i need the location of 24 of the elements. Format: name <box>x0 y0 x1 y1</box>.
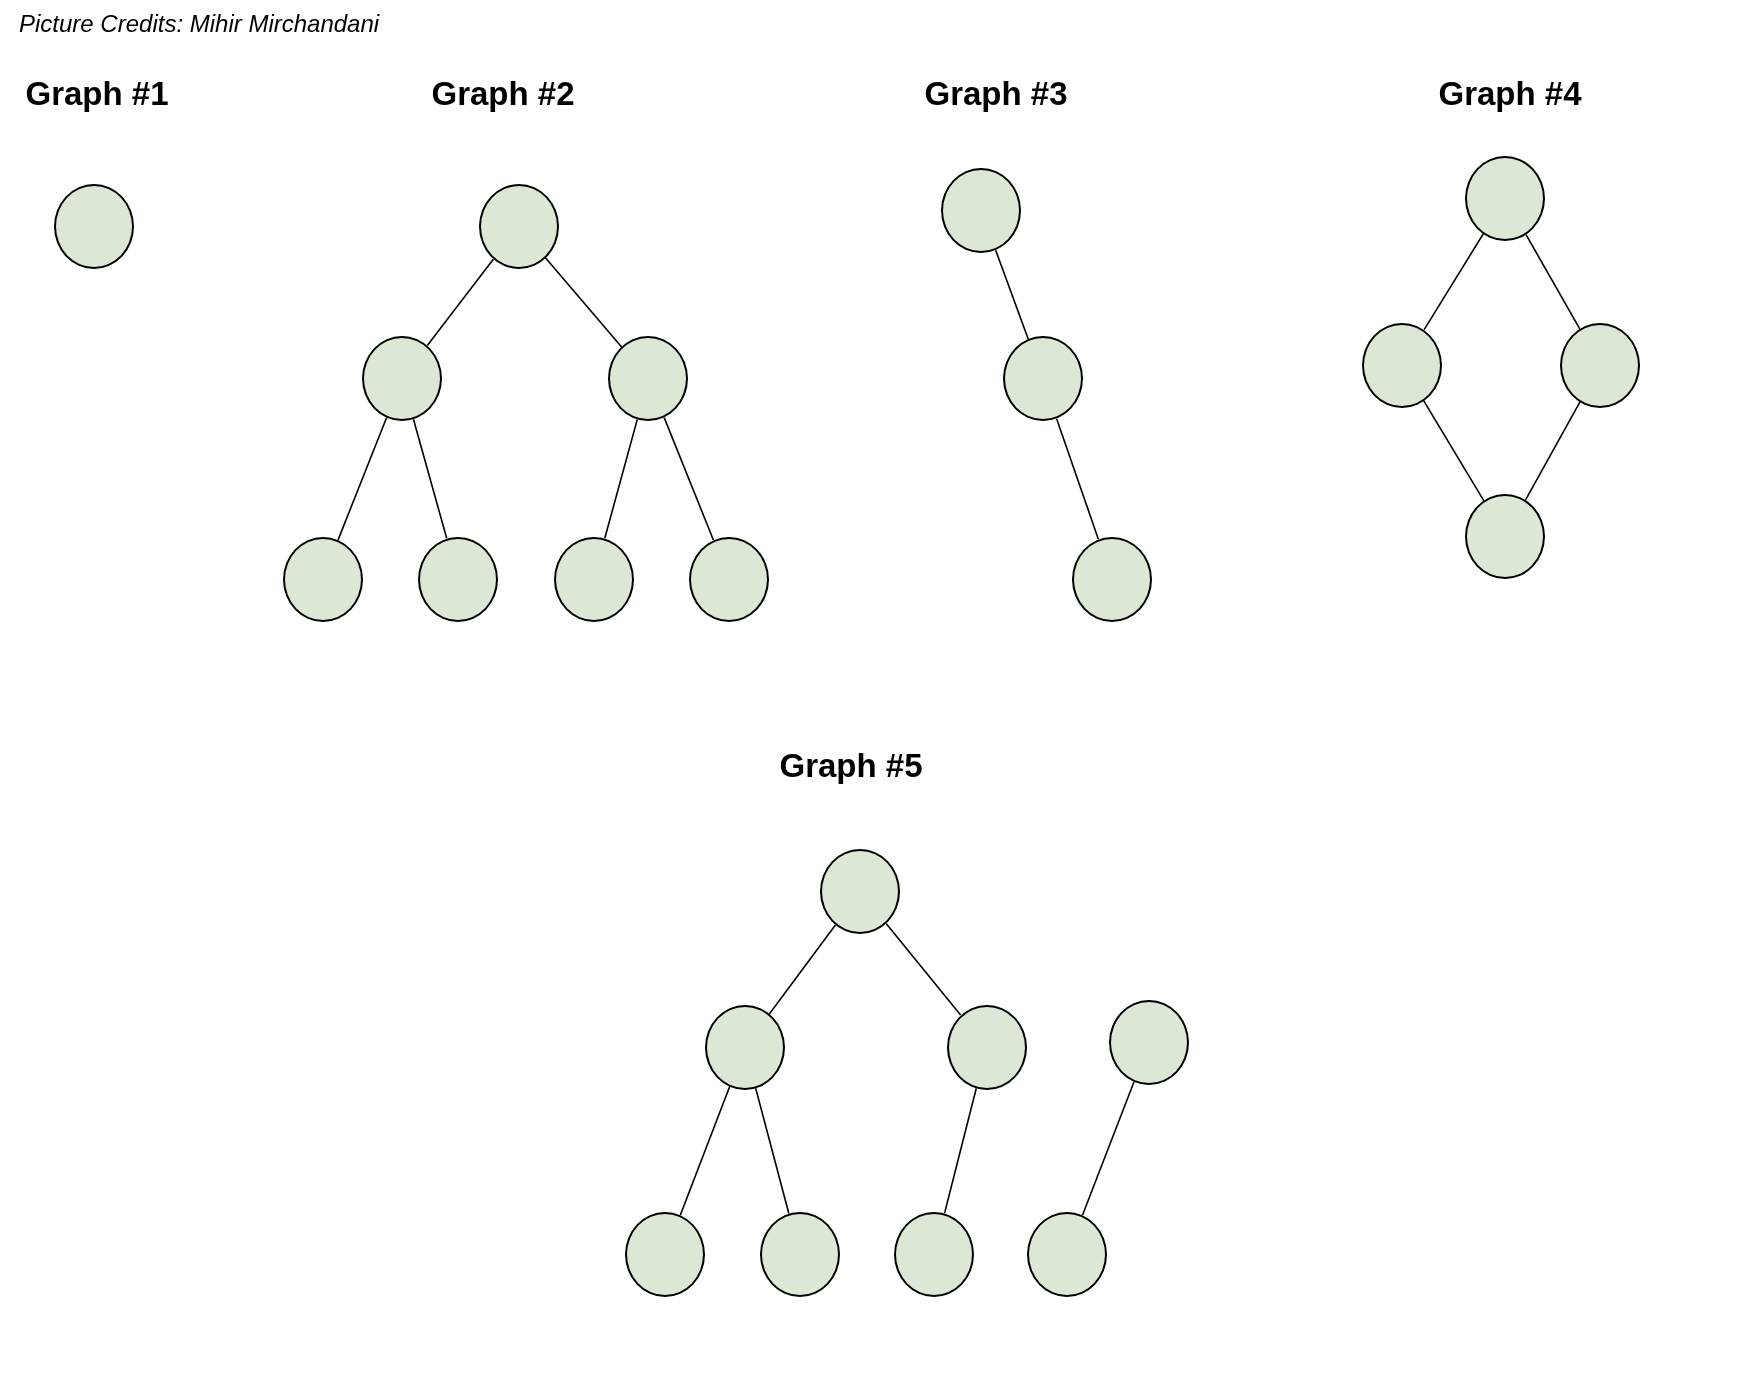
edge-line <box>885 922 962 1016</box>
graph-title: Graph #4 <box>1438 75 1582 113</box>
edge-line <box>994 249 1029 340</box>
edge-line <box>1423 400 1485 502</box>
edge-line <box>544 256 623 348</box>
credit-note: Picture Credits: Mihir Mirchandani <box>19 10 380 38</box>
edge-line <box>943 1087 978 1215</box>
edge-line <box>412 418 448 540</box>
edge-line <box>426 258 495 347</box>
edge-line <box>1081 1081 1135 1216</box>
edge-line <box>679 1085 731 1216</box>
edge-line <box>754 1087 790 1215</box>
graph-title: Graph #2 <box>431 75 575 113</box>
edge-line <box>1055 417 1100 540</box>
edge-line <box>1423 233 1485 331</box>
edge-line <box>663 416 715 541</box>
graph-title: Graph #1 <box>25 75 169 113</box>
edge-line <box>337 416 388 541</box>
edge-line <box>1524 400 1581 501</box>
graph-title: Graph #3 <box>924 75 1068 113</box>
edge-line <box>603 418 639 540</box>
edge-line <box>768 924 837 1015</box>
edge-line <box>1525 233 1581 330</box>
graph-title: Graph #5 <box>779 747 923 785</box>
